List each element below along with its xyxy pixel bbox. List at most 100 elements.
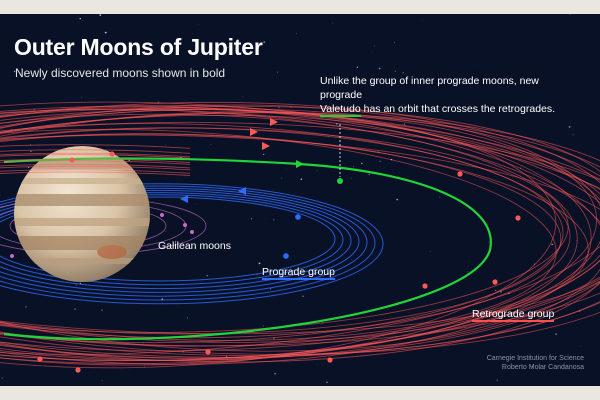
retrograde-orbit: [0, 133, 589, 343]
prograde-orbit: [0, 196, 336, 282]
star: [13, 70, 16, 73]
retrograde-front-arcs: [0, 144, 191, 176]
retrograde-front-arc: [0, 154, 191, 159]
retrograde-front-arc: [0, 169, 191, 174]
star: [25, 306, 27, 308]
retrograde-front-arc: [0, 149, 191, 154]
retrograde-orbit: [0, 108, 600, 355]
star: [242, 96, 244, 98]
star: [394, 70, 396, 72]
page-subtitle: Newly discovered moons shown in bold: [15, 66, 226, 80]
star: [30, 150, 32, 152]
star: [351, 177, 352, 179]
credit: Carnegie Institution for Science Roberto…: [487, 354, 584, 372]
star: [439, 196, 440, 198]
star: [393, 41, 396, 44]
retrograde-front-arc: [0, 158, 191, 163]
star: [569, 14, 571, 16]
retrograde-moon: [109, 151, 115, 157]
retrograde-orbit: [0, 113, 578, 362]
diagram-frame: Outer Moons of Jupiter Newly discovered …: [0, 14, 600, 386]
retrograde-moon: [457, 171, 463, 177]
star: [277, 71, 279, 73]
star: [368, 173, 370, 176]
prograde-orbit: [0, 185, 376, 301]
star: [281, 177, 282, 179]
galilean-moon: [183, 223, 187, 227]
credit-line-2: Roberto Molar Candanosa: [501, 364, 584, 371]
galilean-moons-label: Galilean moons: [158, 240, 231, 252]
star: [270, 288, 272, 290]
star: [100, 27, 102, 29]
retrograde-orbit: [0, 111, 598, 366]
star: [572, 134, 574, 136]
annotation-valetudo-highlight: Valetudo: [320, 103, 361, 117]
star: [297, 274, 300, 277]
retrograde-front-arc: [0, 152, 191, 158]
star: [296, 33, 297, 34]
valetudo-moon: [337, 178, 343, 184]
star: [0, 194, 1, 196]
star: [272, 218, 275, 221]
star: [104, 31, 107, 34]
annotation-line-2: has an orbit that crosses the retrograde…: [360, 103, 556, 115]
star: [326, 381, 328, 383]
prograde-arrow-1: [238, 187, 246, 195]
star: [79, 282, 82, 284]
star: [263, 153, 265, 155]
star: [373, 45, 375, 47]
star: [101, 309, 103, 311]
star: [361, 162, 363, 165]
prograde-orbit: [0, 194, 344, 286]
star: [278, 106, 280, 109]
retrograde-front-arc: [0, 144, 191, 149]
star: [42, 73, 43, 75]
retrograde-moon: [515, 215, 521, 221]
retrograde-moon: [75, 367, 81, 373]
star: [48, 67, 50, 68]
star: [293, 222, 295, 223]
star: [210, 143, 212, 145]
retrograde-arrow-3: [262, 142, 270, 150]
prograde-orbit: [0, 189, 360, 293]
annotation-line-1: Unlike the group of inner prograde moons…: [320, 75, 539, 101]
star: [422, 19, 423, 20]
star: [353, 166, 355, 168]
star: [250, 218, 253, 220]
star: [165, 231, 167, 233]
page-title: Outer Moons of Jupiter: [14, 34, 263, 60]
prograde-orbit: [0, 192, 352, 290]
star: [496, 379, 498, 381]
retrograde-moon: [422, 283, 428, 289]
retrograde-moon: [37, 356, 43, 362]
star: [206, 275, 208, 277]
retrograde-group-label: Retrograde group: [472, 308, 555, 322]
valetudo-annotation: Unlike the group of inner prograde moons…: [320, 74, 570, 117]
galilean-moon: [160, 213, 164, 217]
star: [532, 141, 534, 143]
star: [536, 225, 537, 226]
prograde-orbits: [0, 183, 384, 305]
valetudo-direction-arrow: [296, 160, 304, 168]
retrograde-orbits: [0, 101, 600, 369]
star: [568, 126, 571, 128]
prograde-moons: [283, 214, 301, 259]
retrograde-front-arc: [0, 165, 191, 171]
retrograde-orbit: [0, 134, 600, 335]
retrograde-orbit: [0, 104, 592, 365]
prograde-orbit: [0, 187, 368, 297]
star: [75, 284, 78, 286]
credit-line-1: Carnegie Institution for Science: [486, 355, 584, 362]
retrograde-front-arc: [0, 171, 191, 176]
retrograde-moon: [492, 279, 498, 285]
star: [316, 364, 318, 366]
star: [379, 160, 381, 163]
star: [551, 243, 553, 246]
star: [316, 170, 318, 172]
star: [371, 50, 373, 52]
retrograde-front-arc: [0, 160, 191, 165]
galilean-moons: [10, 213, 194, 258]
star: [351, 259, 353, 261]
retrograde-orbit: [0, 108, 600, 352]
star: [402, 72, 404, 74]
